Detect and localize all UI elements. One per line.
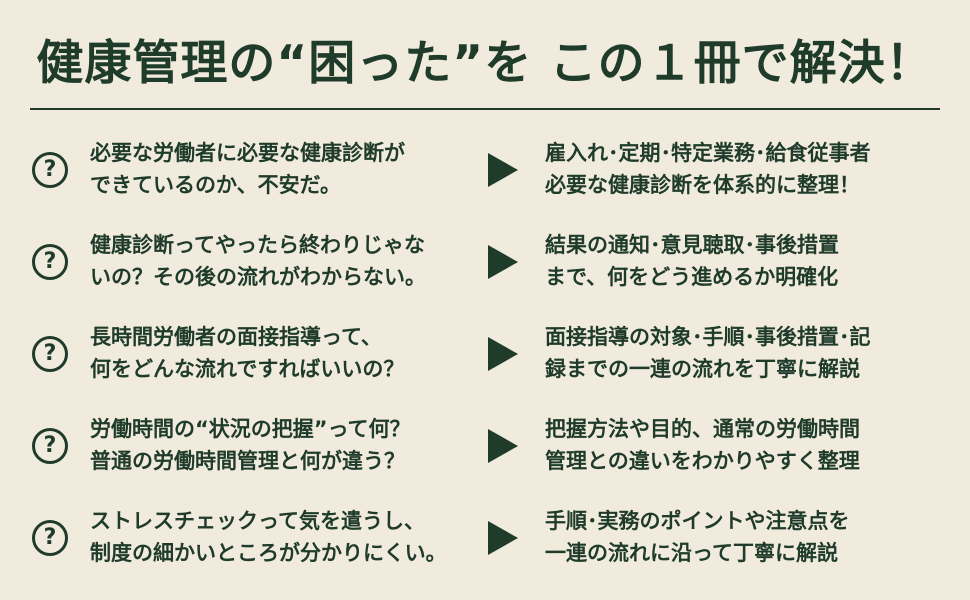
faq-row-3: ? 長時間労働者の面接指導って、 何をどんな流れですればいいの？ 面接指導の対象… <box>0 321 970 411</box>
question-line-2: 何をどんな流れですればいいの？ <box>90 357 405 381</box>
answer-line-1: 雇入れ･定期･特定業務･給食従事者 <box>545 141 871 165</box>
answer-line-2: 一連の流れに沿って丁寧に解説 <box>545 541 838 565</box>
answer-text: 面接指導の対象･手順･事後措置･記 録までの一連の流れを丁寧に解説 <box>545 321 945 385</box>
answer-text: 把握方法や目的、通常の労働時間 管理との違いをわかりやすく整理 <box>545 413 945 477</box>
faq-row-2: ? 健康診断ってやったら終わりじゃな いの？その後の流れがわからない。 結果の通… <box>0 229 970 319</box>
right-arrow-icon <box>488 521 518 555</box>
page-title: 健康管理の“困った”を この１冊で解決！ <box>36 36 934 91</box>
question-icon: ? <box>32 152 68 188</box>
question-text: 健康診断ってやったら終わりじゃな いの？その後の流れがわからない。 <box>90 229 470 293</box>
answer-line-1: 面接指導の対象･手順･事後措置･記 <box>545 325 871 349</box>
faq-row-4: ? 労働時間の“状況の把握”って何？ 普通の労働時間管理と何が違う？ 把握方法や… <box>0 413 970 503</box>
answer-line-1: 結果の通知･意見聴取･事後措置 <box>545 233 839 257</box>
question-line-2: 普通の労働時間管理と何が違う？ <box>90 449 405 473</box>
title-divider <box>30 108 940 110</box>
question-line-2: いの？その後の流れがわからない。 <box>90 265 426 289</box>
question-icon: ? <box>32 428 68 464</box>
faq-row-1: ? 必要な労働者に必要な健康診断が できているのか、不安だ。 雇入れ･定期･特定… <box>0 137 970 227</box>
question-line-2: できているのか、不安だ。 <box>90 173 341 197</box>
answer-line-2: まで、何をどう進めるか明確化 <box>545 265 839 289</box>
question-line-1: ストレスチェックって気を遣うし、 <box>90 509 425 533</box>
question-line-1: 健康診断ってやったら終わりじゃな <box>90 233 425 257</box>
right-arrow-icon <box>488 337 518 371</box>
answer-line-1: 把握方法や目的、通常の労働時間 <box>545 417 860 441</box>
faq-row-5: ? ストレスチェックって気を遣うし、 制度の細かいところが分かりにくい。 手順･… <box>0 505 970 595</box>
question-text: ストレスチェックって気を遣うし、 制度の細かいところが分かりにくい。 <box>90 505 470 569</box>
question-line-1: 労働時間の“状況の把握”って何？ <box>90 417 411 441</box>
question-text: 長時間労働者の面接指導って、 何をどんな流れですればいいの？ <box>90 321 470 385</box>
question-line-1: 必要な労働者に必要な健康診断が <box>90 141 405 165</box>
answer-line-2: 必要な健康診断を体系的に整理！ <box>545 173 860 197</box>
question-icon: ? <box>32 244 68 280</box>
right-arrow-icon <box>488 429 518 463</box>
question-icon: ? <box>32 336 68 372</box>
answer-text: 雇入れ･定期･特定業務･給食従事者 必要な健康診断を体系的に整理！ <box>545 137 945 201</box>
answer-line-2: 録までの一連の流れを丁寧に解説 <box>545 357 860 381</box>
question-icon: ? <box>32 520 68 556</box>
question-line-1: 長時間労働者の面接指導って、 <box>90 325 382 349</box>
right-arrow-icon <box>488 245 518 279</box>
question-text: 必要な労働者に必要な健康診断が できているのか、不安だ。 <box>90 137 470 201</box>
answer-line-1: 手順･実務のポイントや注意点を <box>545 509 850 533</box>
right-arrow-icon <box>488 153 518 187</box>
question-text: 労働時間の“状況の把握”って何？ 普通の労働時間管理と何が違う？ <box>90 413 470 477</box>
question-line-2: 制度の細かいところが分かりにくい。 <box>90 541 447 565</box>
answer-line-2: 管理との違いをわかりやすく整理 <box>545 449 860 473</box>
answer-text: 結果の通知･意見聴取･事後措置 まで、何をどう進めるか明確化 <box>545 229 945 293</box>
answer-text: 手順･実務のポイントや注意点を 一連の流れに沿って丁寧に解説 <box>545 505 945 569</box>
